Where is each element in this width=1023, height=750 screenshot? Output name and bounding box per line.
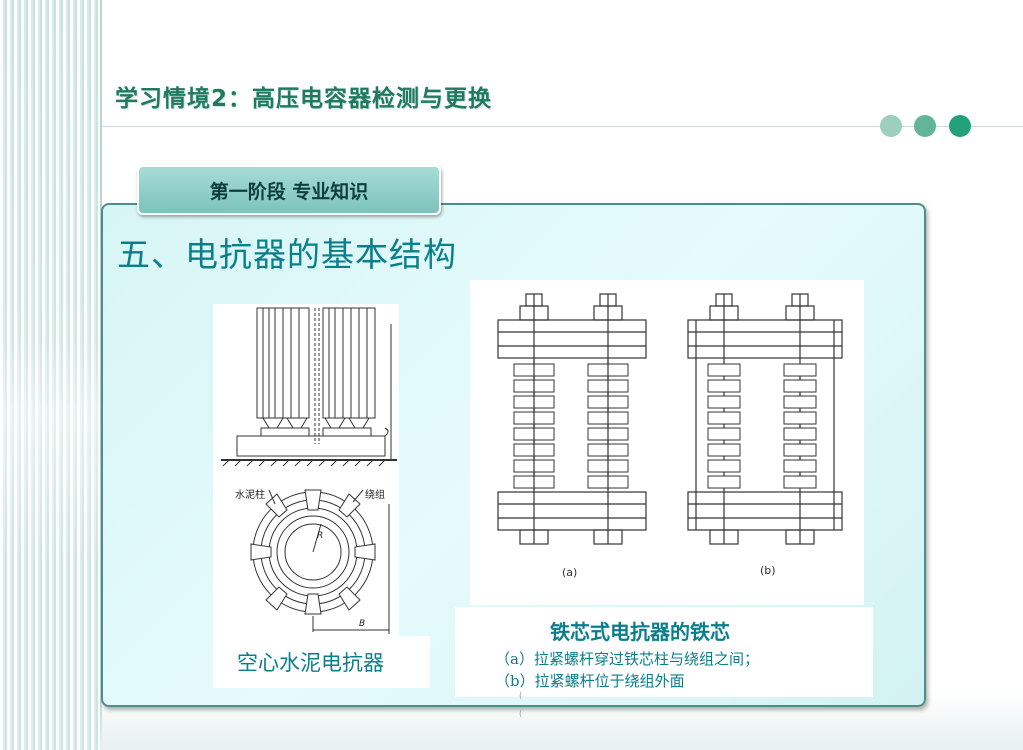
winding-label: 绕组 [365,488,385,501]
right-caption-line-a: （a）拉紧螺杆穿过铁芯柱与绕组之间； [495,650,759,668]
decorative-stripes [0,0,100,750]
left-caption-box [213,636,430,688]
width-label: B [359,619,365,629]
iron-core-reactor-figure: (a) (b) [470,280,864,605]
air-core-reactor-drawing: 水泥柱 绕组 R B [221,307,397,634]
core-a-blocks [513,363,629,489]
stage-tag: 第一阶段 专业知识 [137,165,441,215]
air-core-reactor-figure: 水泥柱 绕组 R B [213,304,399,638]
stray-mark: ( [519,709,523,718]
section-title: 五、电抗器的基本结构 [117,235,457,274]
header-divider [102,126,1023,127]
left-figure-caption: 空心水泥电抗器 [237,651,384,675]
right-caption-box [455,607,873,697]
page-title: 学习情境2：高压电容器检测与更换 [115,86,493,112]
right-figure-caption-title: 铁芯式电抗器的铁芯 [550,620,730,644]
iron-core-reactor-drawing: (a) (b) [497,293,843,579]
decorative-dot-icon [880,115,902,137]
stray-mark: ( [519,691,523,700]
decorative-dot-icon [914,115,936,137]
core-b-blocks [707,363,817,489]
figure-a-label: (a) [562,566,577,579]
right-caption-line-b: （b）拉紧螺杆位于绕组外面 [495,672,685,690]
radius-label: R [317,531,323,541]
decorative-dot-icon [949,115,971,137]
figure-b-label: (b) [760,564,776,577]
cement-column-label: 水泥柱 [235,488,265,501]
